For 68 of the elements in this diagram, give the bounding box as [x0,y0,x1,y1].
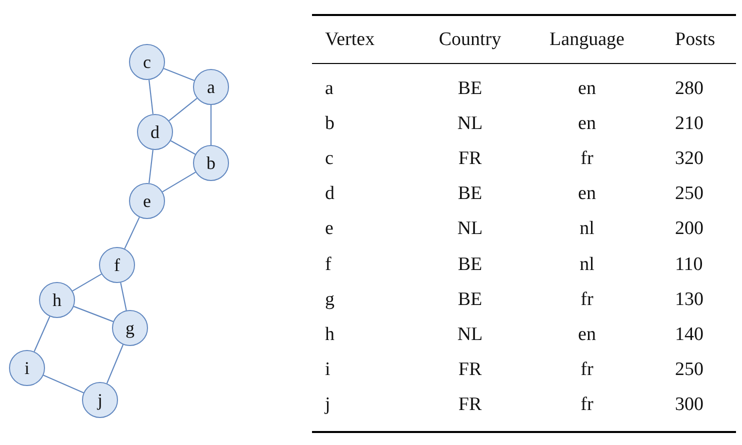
vertex-circle: d [137,114,173,150]
table-cell: 140 [675,324,704,346]
table-cell: h [325,324,334,346]
graph-edge [74,306,114,322]
vertex-circle: f [99,247,135,283]
table-cell: f [325,254,332,276]
vertex-circle: g [112,310,148,346]
vertex-circle: j [82,382,118,418]
table-cell: 320 [675,148,704,170]
graph-edge [106,344,124,384]
table-cell: BE [458,254,482,276]
column-header: Language [550,29,624,51]
table-cell: e [325,218,334,240]
graph-edge [148,80,154,114]
graph-edge [72,274,102,292]
table-cell: fr [580,148,594,170]
table-cell: d [325,183,334,206]
vertex-circle: h [39,282,75,318]
table-cell: 130 [675,288,704,311]
table-cell: NL [457,218,483,240]
table-cell: FR [458,358,482,381]
table-cell: a [325,78,334,100]
table-cell: en [578,324,596,346]
vertex-circle: e [129,183,165,219]
table-cell: en [578,78,596,100]
table-cell: FR [458,148,482,170]
table-cell: fr [580,394,594,416]
table-cell: NL [457,324,483,346]
graph-edge [148,150,154,184]
graph-edge [124,217,140,249]
column-header: Posts [675,29,716,51]
table-cell: BE [458,183,482,206]
table-cell: i [325,358,330,381]
table-cell: j [325,394,330,416]
table-cell: fr [580,358,594,381]
vertex-circle: i [9,350,45,386]
table-cell: en [578,113,596,136]
table-cell: fr [580,288,594,311]
graph-edge [168,98,198,122]
graph-edge [210,105,212,145]
graph-edge [34,316,50,352]
graph-edge [170,140,196,155]
table-cell: FR [458,394,482,416]
table-cell: 200 [675,218,704,240]
table-cell: NL [457,113,483,136]
table-cell: 250 [675,358,704,381]
graph-edge [43,374,84,394]
table-cell: nl [580,218,594,240]
graph-edge [164,68,194,81]
table-cell: BE [458,78,482,100]
graph-edge [120,282,127,310]
vertex-circle: c [129,44,165,80]
table-cell: 280 [675,78,704,100]
table-cell: c [325,148,334,170]
table-cell: 210 [675,113,704,136]
table-cell: 110 [675,254,703,276]
table-cell: BE [458,288,482,311]
column-header: Vertex [325,29,375,51]
graph-edge [162,172,196,192]
vertex-circle: b [193,145,229,181]
vertex-circle: a [193,69,229,105]
table-cell: b [325,113,334,136]
table-cell: nl [580,254,594,276]
table-cell: en [578,183,596,206]
table-cell: g [325,288,334,311]
table-cell: 250 [675,183,704,206]
column-header: Country [438,29,502,51]
table-cell: 300 [675,394,704,416]
